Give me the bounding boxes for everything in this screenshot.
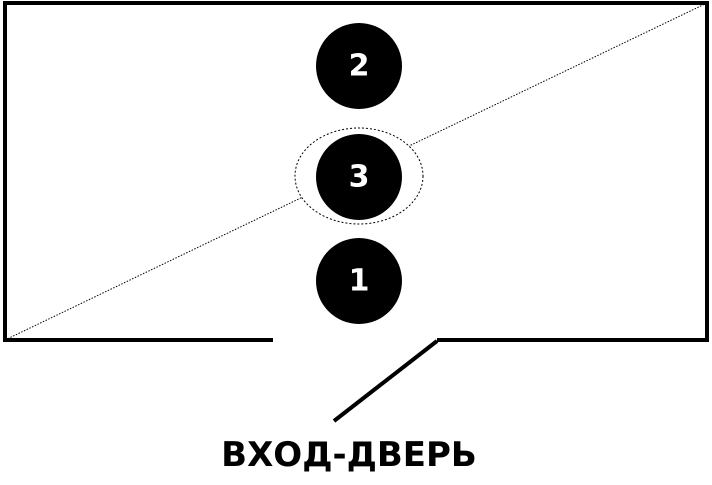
marker-3: 3 [316,134,402,220]
diagonal-dotted-line [4,2,708,341]
marker-circle [316,23,402,109]
marker-label: 3 [349,160,370,195]
entrance-door-caption: ВХОД-ДВЕРЬ [221,435,477,475]
door-leaf [332,339,439,423]
marker-label: 2 [349,49,370,84]
marker-circle [316,238,402,324]
marker-2: 2 [316,23,402,109]
marker-label: 1 [349,264,370,299]
marker-1: 1 [316,238,402,324]
room-wall-outline [3,1,709,340]
marker-circle [316,134,402,220]
